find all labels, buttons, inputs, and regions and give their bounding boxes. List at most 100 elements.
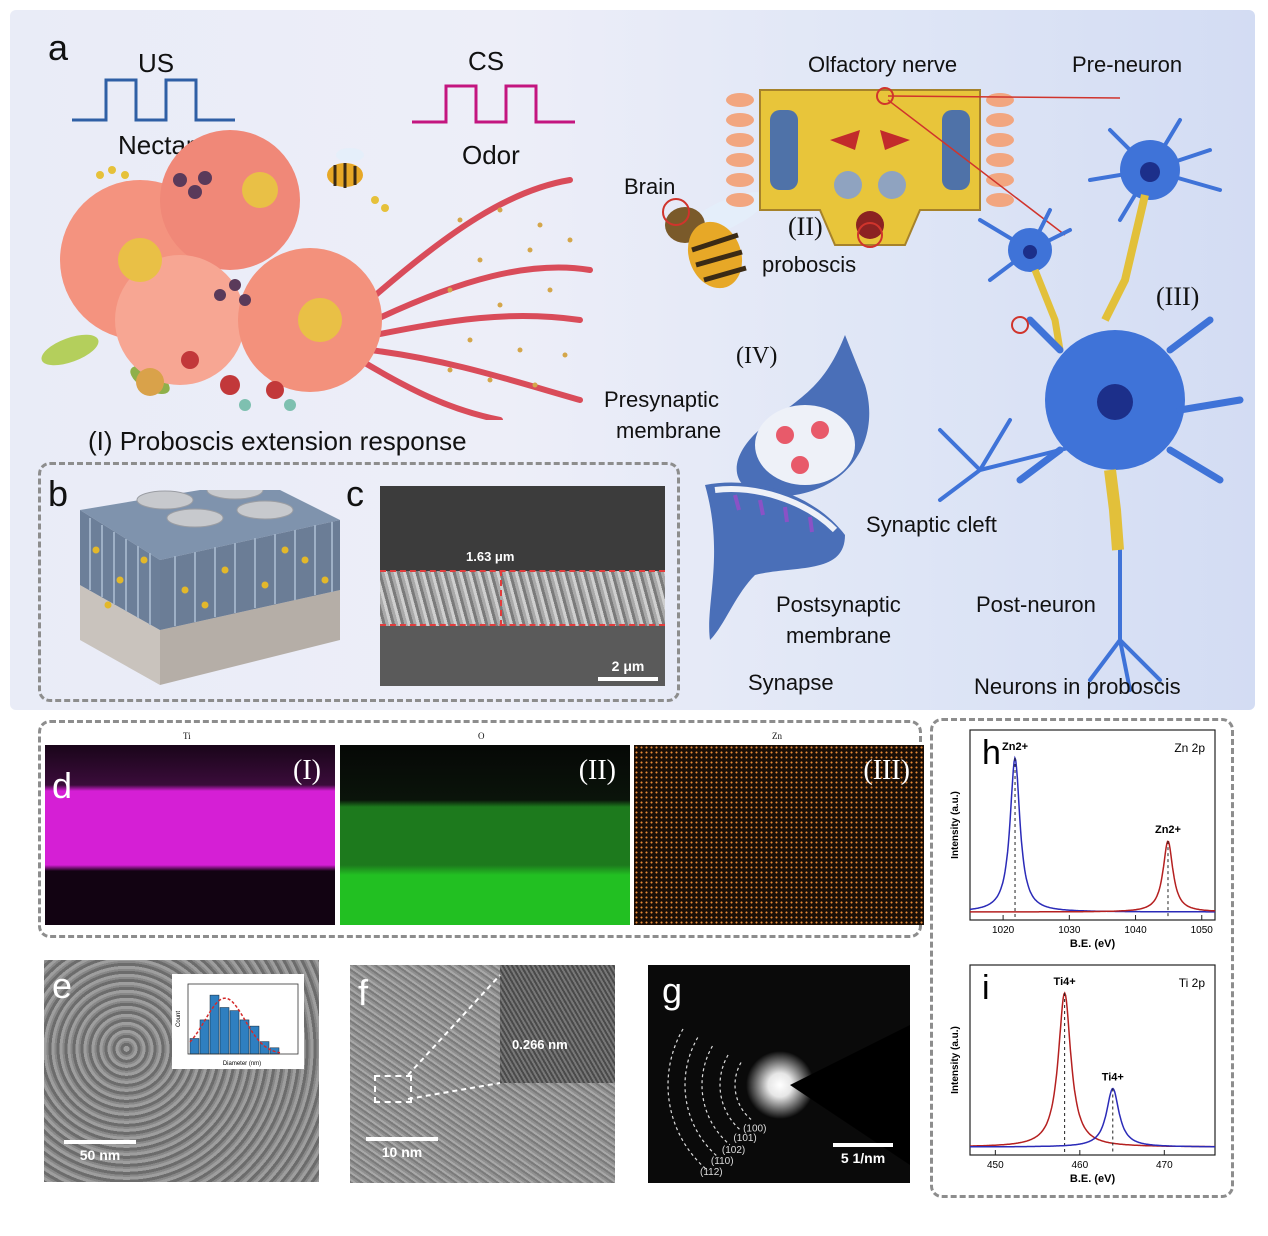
diffraction-ring <box>667 1028 709 1172</box>
eds-map-label: (I) <box>293 755 321 786</box>
panel-bc-frame <box>38 462 680 702</box>
eds-element-ti: Ti <box>183 731 191 741</box>
sem-scale-bar: 2 μm <box>598 658 658 684</box>
flower-bouquet-illustration <box>41 130 593 420</box>
histogram-bar <box>209 994 220 1055</box>
histogram-xlabel: Diameter (nm) <box>223 1061 261 1067</box>
x-tick-label: 1020 <box>992 925 1015 936</box>
panel-letter-d: d <box>52 765 73 806</box>
tem-scale-bar-e: 50 nm <box>64 1140 136 1163</box>
diffraction-rings: (100)(101)(102)(110)(112) <box>667 1025 910 1178</box>
lattice-spacing-label: 0.266 nm <box>512 1037 568 1052</box>
cs-pulse-icon <box>412 84 575 124</box>
panel-letter-i: i <box>982 969 990 1007</box>
peak-label: Zn2+ <box>1002 741 1028 753</box>
x-tick-label: 460 <box>1071 1160 1088 1171</box>
histogram-bar <box>219 1007 230 1055</box>
synaptic-cleft-label: Synaptic cleft <box>866 512 997 537</box>
panel-letter-f: f <box>358 972 369 1013</box>
sem-scale-label: 2 μm <box>611 658 645 674</box>
histogram-bar <box>229 1010 240 1055</box>
device-structure-illustration <box>80 490 340 685</box>
ring-index-label: (112) <box>700 1167 723 1178</box>
pre-neuron-label: Pre-neuron <box>1072 52 1183 77</box>
honeybee-illustration <box>662 192 767 289</box>
panel-letter-h: h <box>982 734 1001 772</box>
olfactory-nerve-label: Olfactory nerve <box>808 52 958 77</box>
eds-element-zn: Zn <box>772 731 782 741</box>
iii-label: (III) <box>1156 282 1200 311</box>
y-axis-label: Intensity (a.u.) <box>950 791 961 859</box>
neurons-in-proboscis-label: Neurons in proboscis <box>974 674 1181 699</box>
eds-element-o: O <box>478 731 485 741</box>
panel-letter-g: g <box>662 970 683 1011</box>
lattice-fringe-inset: 0.266 nm <box>500 965 615 1083</box>
peak-label: Ti4+ <box>1102 1071 1124 1083</box>
iv-label: (IV) <box>736 343 778 369</box>
ii-label: (II) <box>788 212 823 241</box>
x-tick-label: 1050 <box>1191 925 1214 936</box>
x-axis-label: B.E. (eV) <box>1070 1173 1116 1185</box>
panel-letter-c: c <box>346 473 364 514</box>
xps-peak-curve <box>970 1087 1215 1148</box>
saed-pattern-image: g (100)(101)(102)(110)(112) 5 1/nm <box>648 965 910 1183</box>
presynaptic-label-line2: membrane <box>616 418 722 443</box>
proboscis-label: proboscis <box>762 252 857 277</box>
synapse-illustration <box>705 335 870 640</box>
cs-label: CS <box>468 46 505 76</box>
ring-index-label: (102) <box>722 1145 745 1156</box>
tem-scale-label-f: 10 nm <box>381 1144 423 1160</box>
xps-axes-frame <box>969 964 1216 1156</box>
x-axis-label: B.E. (eV) <box>1070 938 1116 950</box>
tem-scale-bar-f: 10 nm <box>366 1137 438 1160</box>
postsynaptic-label-line2: membrane <box>786 623 892 648</box>
post-neuron-label: Post-neuron <box>976 592 1096 617</box>
histogram-ylabel: Count <box>176 1011 182 1027</box>
eds-map-label: (III) <box>863 755 910 786</box>
diffraction-ring <box>701 1045 731 1146</box>
eds-map-ti: (I) <box>45 745 335 925</box>
tem-scale-label-e: 50 nm <box>79 1147 121 1163</box>
histogram-axes <box>187 983 299 1055</box>
panel-letter-b: b <box>48 473 69 514</box>
x-tick-label: 470 <box>1156 1160 1173 1171</box>
us-pulse-icon <box>72 78 235 122</box>
panel-hi-frame <box>930 718 1234 1198</box>
hrtem-image: f 0.266 nm 10 nm <box>350 965 615 1183</box>
peak-label: Ti4+ <box>1054 976 1076 988</box>
xps-peak-curve <box>970 840 1216 913</box>
saed-scale-label: 5 1/nm <box>840 1150 886 1166</box>
ring-index-label: (101) <box>733 1133 756 1144</box>
neurons-illustration <box>938 118 1244 692</box>
x-tick-label: 1030 <box>1058 925 1081 936</box>
eds-map-zn: (III) <box>634 745 924 925</box>
panel-letter-e: e <box>52 965 73 1006</box>
xps-axes-frame <box>969 729 1216 921</box>
diffraction-ring <box>684 1037 720 1159</box>
zoom-connector-lines <box>887 95 1121 236</box>
y-axis-label: Intensity (a.u.) <box>950 1026 961 1094</box>
brain-label: Brain <box>624 174 676 199</box>
us-label: US <box>138 48 175 78</box>
spectrum-label: Zn 2p <box>1174 741 1205 755</box>
panel-letter-a: a <box>48 27 69 68</box>
ring-index-label: (110) <box>711 1156 734 1167</box>
zoom-dashed-lines <box>407 974 501 1100</box>
postsynaptic-label-line1: Postsynaptic <box>776 592 901 617</box>
histogram-fit-curve <box>189 997 281 1054</box>
per-label: (I) Proboscis extension response <box>88 426 467 456</box>
eds-map-o: (II) <box>340 745 630 925</box>
histogram-bar <box>239 1019 250 1055</box>
diffraction-ring <box>719 1054 742 1132</box>
zoom-region-box <box>374 1075 412 1103</box>
synapse-label: Synapse <box>748 670 834 695</box>
saed-scale-bar: 5 1/nm <box>833 1143 893 1166</box>
eds-map-label: (II) <box>578 755 616 786</box>
peak-label: Zn2+ <box>1155 824 1181 836</box>
presynaptic-label-line1: Presynaptic <box>604 387 719 412</box>
diffraction-ring <box>734 1062 752 1120</box>
